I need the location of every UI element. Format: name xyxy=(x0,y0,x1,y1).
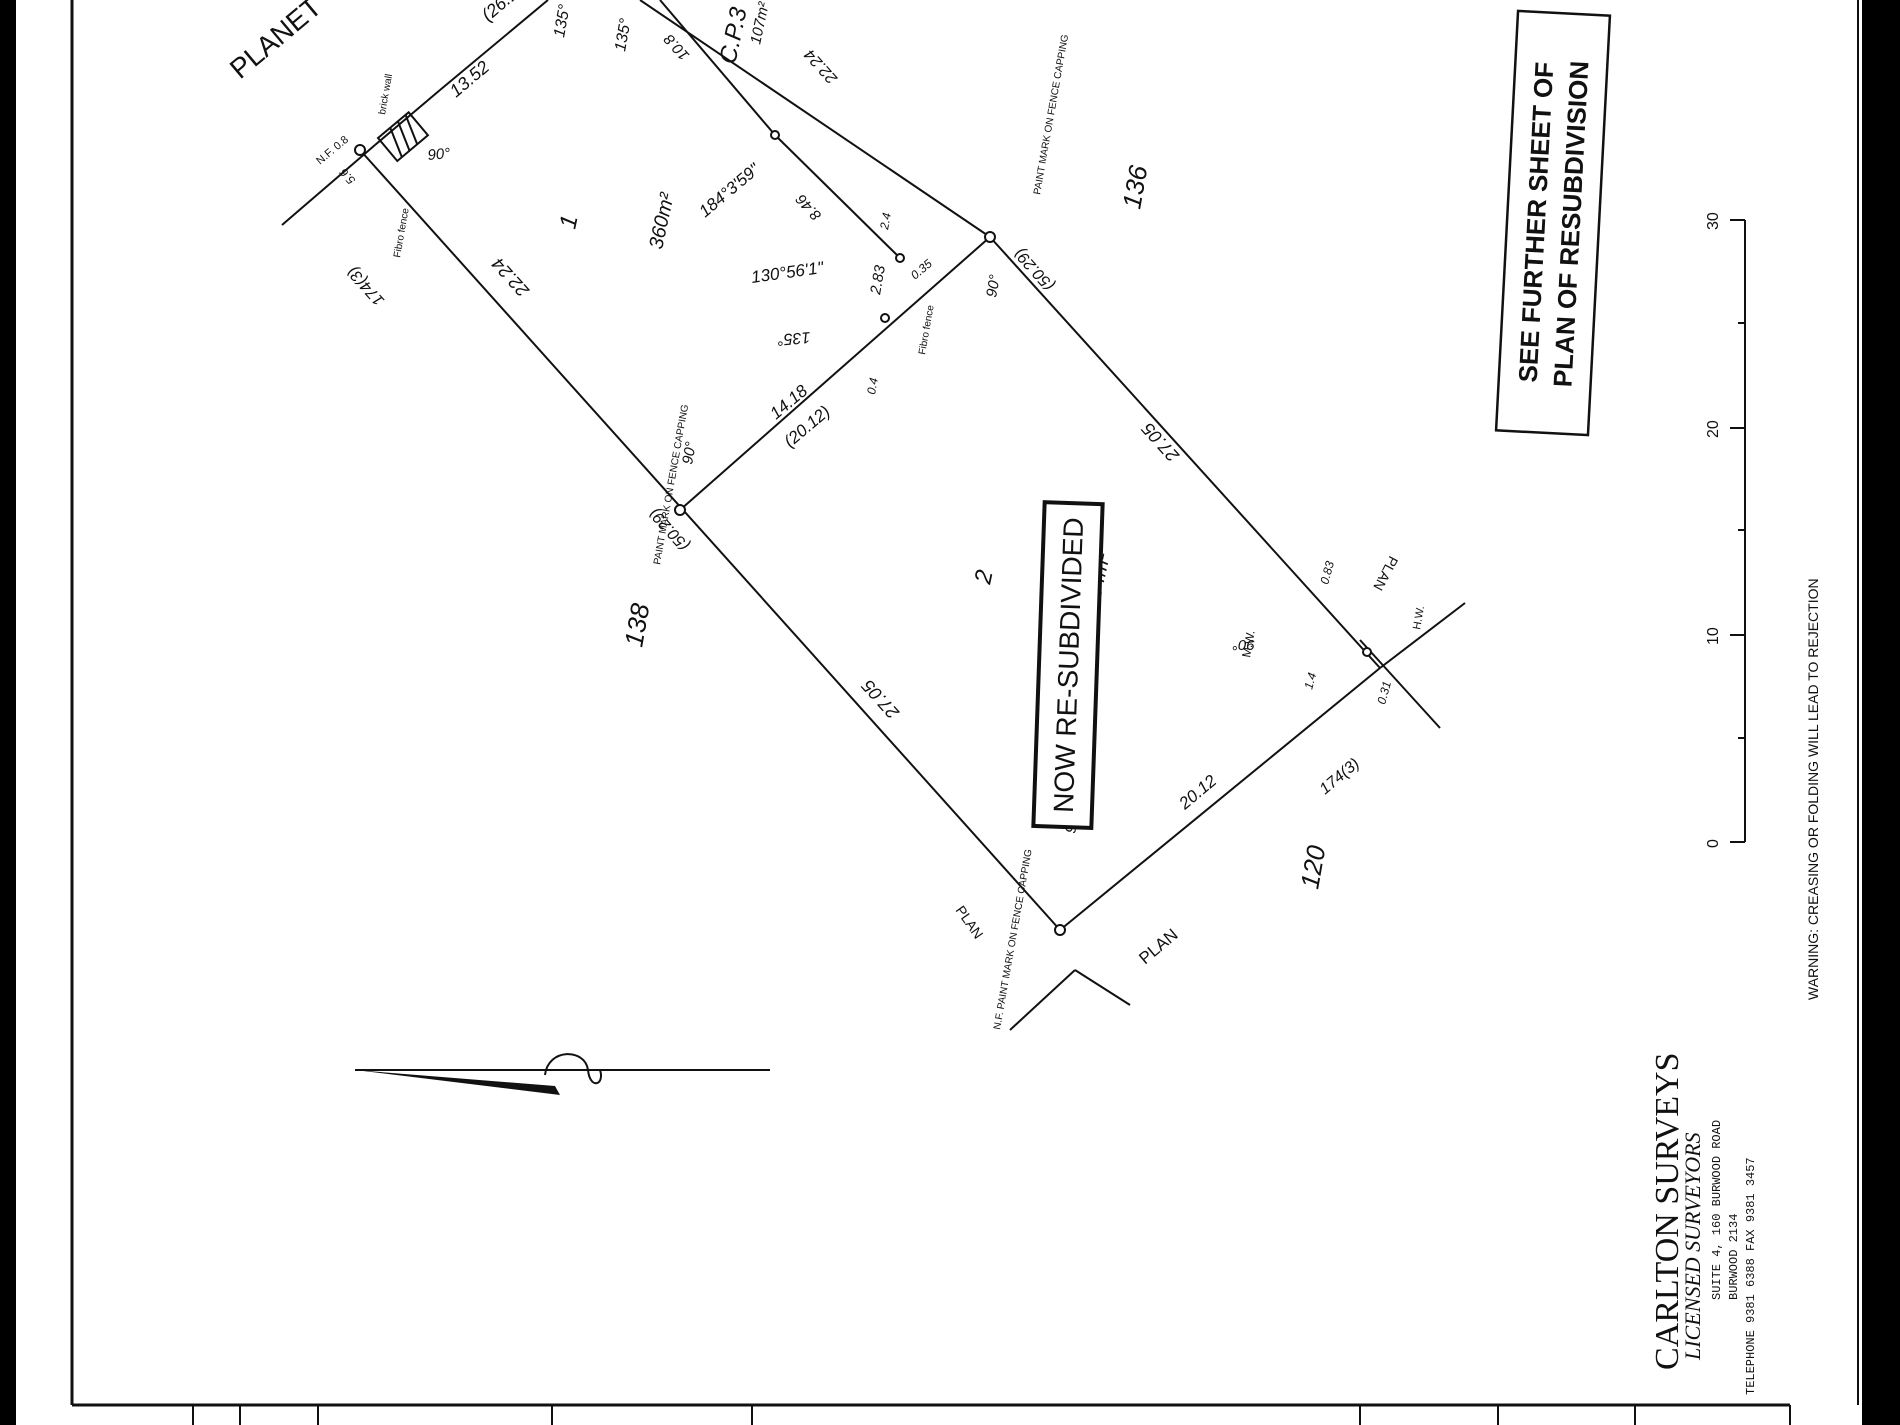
hatched-box xyxy=(376,110,430,163)
title-block-ticks xyxy=(192,1405,1791,1425)
paint-mark-top: PAINT MARK ON FENCE CAPPING xyxy=(1032,33,1071,195)
bottom-frontage-line xyxy=(1059,667,1381,931)
plan-label-2: PLAN xyxy=(953,903,987,942)
scale-tick-30: 30 xyxy=(1705,212,1722,230)
scale-tick-10: 10 xyxy=(1705,627,1722,645)
scale-tick-20: 20 xyxy=(1705,420,1722,438)
lot-divider-line xyxy=(679,236,991,511)
bearing-1: 184°3'59" xyxy=(695,159,764,221)
fibro-fence-right: Fibro fence xyxy=(917,304,937,356)
dim-top-frontage-old: (26.1 xyxy=(478,0,522,25)
adjoining-lot-120: 120 xyxy=(1294,843,1331,891)
scale-tick-0: 0 xyxy=(1705,839,1722,848)
dim-small-1: 2.4 xyxy=(877,211,894,231)
angle-90-2: 90° xyxy=(679,440,700,465)
cp3-number: C.P.3 xyxy=(714,4,752,66)
scale-bar xyxy=(1730,219,1746,843)
angle-135-3: 135° xyxy=(776,328,811,348)
lot2-right-line xyxy=(989,236,1381,669)
mw-note: M.W. xyxy=(1239,629,1258,658)
survey-marks xyxy=(354,130,1372,936)
dim-right-boundary-top: 22.24 xyxy=(801,45,841,87)
lot-2-number: 2 xyxy=(969,568,998,588)
angle-135-2: 135° xyxy=(612,17,635,53)
cp3-area: 107m² xyxy=(747,0,773,46)
dim-bottom-frontage: 20.12 xyxy=(1175,771,1221,814)
surveyor-address-2: BURWOOD 2134 xyxy=(1727,1214,1741,1300)
dim-small-right: 0.35 xyxy=(908,256,935,282)
angle-135-1: 135° xyxy=(551,3,574,39)
cp-inner-line xyxy=(659,0,776,136)
adjoining-lot-136: 136 xyxy=(1116,163,1153,211)
lot-boundaries xyxy=(281,0,1466,1031)
surveyor-address-1: SUITE 4, 160 BURWOOD ROAD xyxy=(1710,1120,1724,1300)
dim-left-boundary-2: 27.05 xyxy=(857,675,903,723)
surveyor-phone: TELEPHONE 9381 6388 FAX 9381 3457 xyxy=(1744,1157,1758,1395)
dim-small-b3: 1.4 xyxy=(1301,671,1319,691)
north-arrow-icon xyxy=(355,1053,770,1095)
left-frame-bar xyxy=(0,0,16,1425)
notice-box: SEE FURTHER SHEET OF PLAN OF RESUBDIVISI… xyxy=(1494,9,1612,437)
warning-text: WARNING: CREASING OR FOLDING WILL LEAD T… xyxy=(1805,578,1821,1000)
adjoining-lot-138: 138 xyxy=(618,601,655,649)
nf-paint-mark-bottom: N.F. PAINT MARK ON FENCE CAPPING xyxy=(992,848,1035,1030)
lot-1-area: 360m² xyxy=(645,190,679,251)
dim-small-b2: 0.31 xyxy=(1374,680,1394,706)
dim-left-top-bracket: 174(3) xyxy=(344,263,388,309)
nf-mark-top: N.F. 0.8 xyxy=(314,134,351,168)
left-boundary-line xyxy=(359,149,1061,931)
street-name-label: PLANET xyxy=(224,0,327,85)
brick-wall-note: brick wall xyxy=(377,73,395,115)
angle-90-1: 90° xyxy=(427,145,451,164)
dim-small-2: 0.4 xyxy=(864,376,881,395)
dim-left-boundary-1: 22.24 xyxy=(488,254,534,302)
surveyor-name: CARLTON SURVEYS xyxy=(1649,1052,1686,1370)
dim-top-frontage: 13.52 xyxy=(446,57,493,101)
right-boundary-line xyxy=(639,0,991,238)
dim-small-b1: 0.83 xyxy=(1317,559,1337,585)
dim-right-small: 2.83 xyxy=(867,263,889,296)
dim-bottom-bracket: 174(3) xyxy=(1317,755,1363,798)
right-frame-bar xyxy=(1862,0,1900,1425)
top-street-line xyxy=(281,144,376,226)
dim-cp-inner: 8.46 xyxy=(792,190,825,224)
angle-90-3: 90° xyxy=(983,273,1004,298)
dim-inner-line: 10.8 xyxy=(660,30,693,64)
bearing-2: 130°56'1" xyxy=(750,258,826,287)
fibro-fence-left: Fibro fence xyxy=(392,207,412,259)
lot-1-number: 1 xyxy=(554,213,583,232)
plan-label-3: PLAN xyxy=(1370,554,1401,594)
plan-label-1: PLAN xyxy=(1135,925,1181,968)
dim-small-left: 5.6 xyxy=(336,165,358,187)
angle-90-5: 90° xyxy=(1232,636,1255,653)
hw-note: H.W. xyxy=(1411,605,1427,631)
surveyor-subtitle: LICENSED SURVEYORS xyxy=(1680,1132,1705,1361)
stamp-box: NOW RE-SUBDIVIDED xyxy=(1031,500,1105,831)
